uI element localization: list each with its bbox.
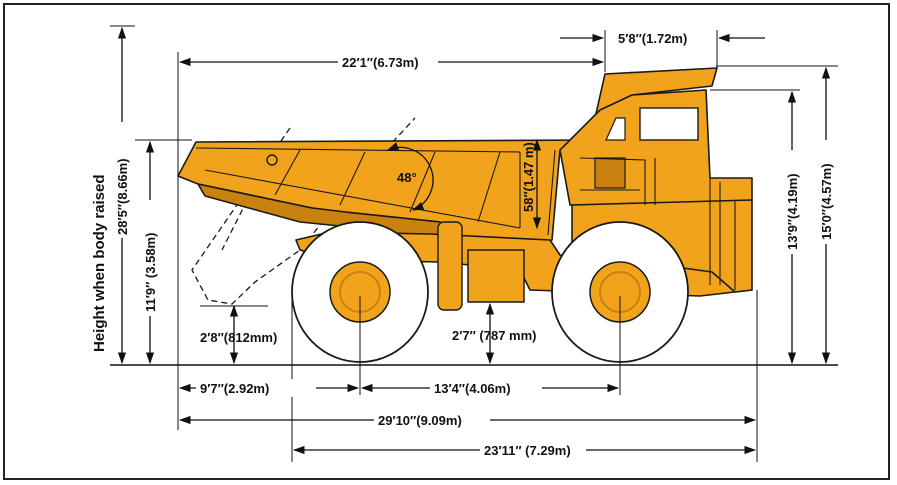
body-pin [266, 154, 278, 166]
cab-height-label: 13′9″(4.19m) [785, 173, 800, 250]
cab-window [639, 107, 699, 141]
canopy-label: 5′8″(1.72m) [618, 31, 687, 46]
body-ribs [195, 147, 556, 236]
label-backgrounds [113, 29, 835, 459]
overall-height-label: 15′0″(4.57m) [819, 163, 834, 240]
cab-side-window [605, 117, 626, 141]
fuel-tank [467, 249, 525, 303]
height-raised-label: 28′5″(8.66m) [115, 158, 130, 235]
front-wheel [551, 221, 689, 363]
wheelbase-label: 13′4″(4.06m) [434, 381, 511, 396]
dump-truck [177, 67, 753, 363]
side-label: Height when body raised [91, 174, 108, 352]
diagram-frame [3, 3, 890, 480]
rear-clearance-label: 2′8″(812mm) [200, 330, 277, 345]
overall-width-label: 23′11″ (7.29m) [484, 443, 571, 458]
body-length-label: 22′1″(6.73m) [342, 55, 419, 70]
cab-detail [579, 157, 656, 205]
body-depth-label: 58″(1.47 m) [521, 142, 536, 212]
ground-clearance-label: 2′7″ (787 mm) [452, 328, 537, 343]
engine-block [594, 157, 626, 189]
rear-overhang-label: 9′7″(2.92m) [200, 381, 269, 396]
overall-length-label: 29′10″(9.09m) [378, 413, 462, 428]
dump-angle-label: 48° [397, 170, 417, 185]
hoist-cylinder [437, 221, 463, 311]
body-height-label: 11′9″ (3.58m) [143, 233, 158, 312]
rear-wheel [291, 221, 429, 363]
radiator-grille [709, 178, 736, 290]
cab [559, 89, 753, 206]
